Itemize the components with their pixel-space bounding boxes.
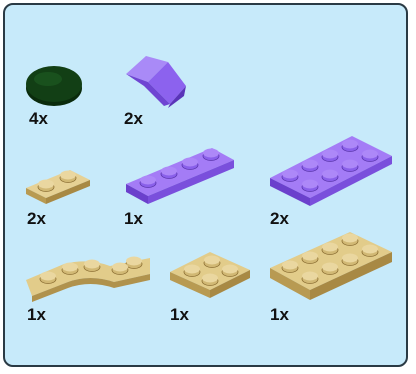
plate-2x4-icon [268, 134, 394, 208]
part-quantity: 1x [27, 306, 46, 323]
part-quantity: 1x [270, 306, 289, 323]
part-quantity: 1x [124, 210, 143, 227]
part-quantity: 4x [29, 110, 48, 127]
plate-1x2-icon [24, 164, 92, 206]
round-tile-icon [24, 62, 88, 110]
plate-1x4-icon [124, 146, 236, 206]
part-quantity: 2x [124, 110, 143, 127]
plate-2x2-icon [168, 244, 252, 298]
curved-plate-icon [24, 252, 152, 302]
slope-icon [124, 52, 190, 108]
plate-2x4-tan-icon [268, 226, 394, 304]
part-quantity: 1x [170, 306, 189, 323]
part-quantity: 2x [27, 210, 46, 227]
part-quantity: 2x [270, 210, 289, 227]
